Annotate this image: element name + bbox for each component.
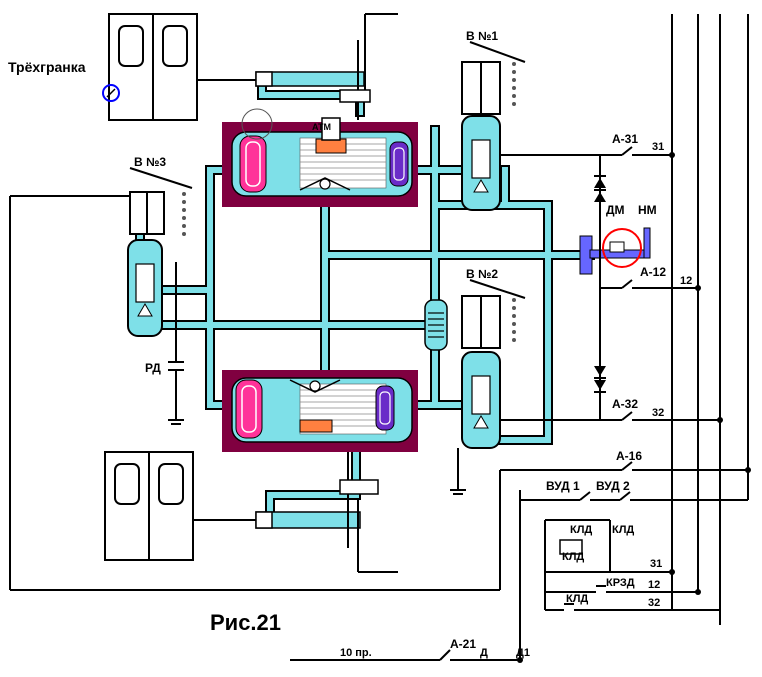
wire-12-lower: 12	[648, 579, 660, 591]
kld-label-d: КЛД	[566, 593, 588, 605]
valve-3	[127, 167, 193, 337]
lower-atm-valve	[299, 419, 333, 433]
trigranka-marker-circle	[102, 84, 120, 102]
pressure-relay-rd	[168, 262, 184, 425]
figure-caption: Рис.21	[210, 610, 281, 635]
upper-atm-valve	[315, 138, 347, 154]
a32-label: А-32	[612, 397, 638, 411]
upper-door-drive	[255, 13, 398, 120]
kld-label-b: КЛД	[612, 524, 634, 536]
upper-piston-left	[239, 135, 267, 193]
vud2-label: ВУД 2	[596, 479, 630, 493]
trigranka-label: Трёхгранка	[8, 59, 86, 75]
lower-door-cylinder	[222, 370, 418, 452]
wire-12-upper: 12	[680, 275, 692, 287]
a21-label: А-21	[450, 637, 476, 651]
kld-label-c: КЛД	[562, 551, 584, 563]
atm-label: АТМ	[312, 122, 331, 132]
vud1-label: ВУД 1	[546, 479, 580, 493]
wire-32-lower: 32	[648, 597, 660, 609]
lower-piston-left	[235, 379, 263, 439]
central-shuttle-valve	[424, 299, 448, 351]
lower-door-drive	[255, 452, 398, 573]
krzd-label: КРЗД	[606, 577, 635, 589]
wire-31-upper: 31	[652, 141, 664, 153]
wire-10-label: 10 пр.	[340, 647, 372, 659]
nm-label: НМ	[638, 203, 657, 217]
valve-1-label: В №1	[466, 29, 498, 43]
dm-label: ДМ	[606, 203, 625, 217]
wire-32-upper: 32	[652, 407, 664, 419]
lower-door-leaves	[104, 451, 256, 561]
d1-label: Д1	[516, 647, 530, 659]
kld-label-a: КЛД	[570, 524, 592, 536]
wire-31-lower: 31	[650, 558, 662, 570]
valve-2-label: В №2	[466, 267, 498, 281]
valve-2	[450, 279, 526, 495]
a16-label: А-16	[616, 449, 642, 463]
a31-label: А-31	[612, 132, 638, 146]
valve-1	[461, 41, 526, 211]
upper-door-leaves	[108, 13, 258, 121]
rd-label: РД	[145, 361, 161, 375]
upper-door-cylinder	[222, 108, 418, 207]
control-wiring	[9, 14, 751, 663]
valve-3-label: В №3	[134, 155, 166, 169]
pressure-gauge-assembly	[579, 227, 651, 275]
a12-label: А-12	[640, 265, 666, 279]
highlight-circle	[602, 228, 642, 268]
d-label: Д	[480, 647, 488, 659]
